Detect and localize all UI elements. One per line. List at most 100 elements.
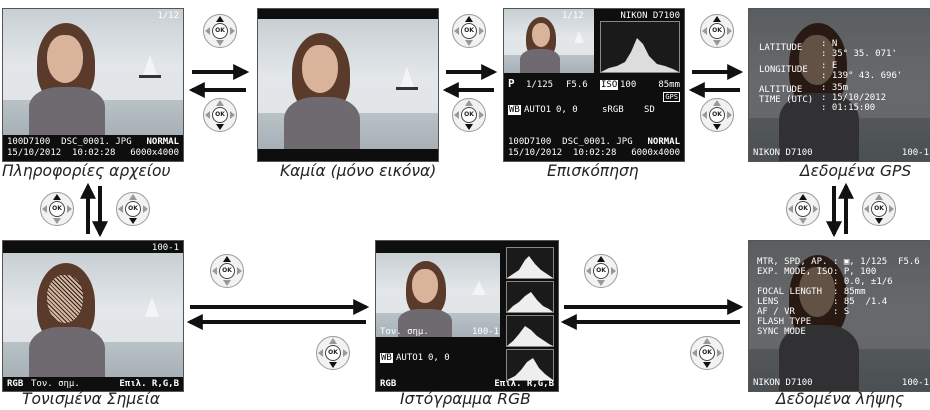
file-info-screen: 1/12 100D7100 DSC_0001. JPG 15/10/2012 1… (2, 8, 184, 162)
color-space: sRGB (602, 105, 624, 115)
shoot-label-focal: FOCAL LENGTH (757, 287, 823, 297)
photo (3, 9, 183, 135)
gps-label-time: TIME (UTC) (759, 95, 814, 105)
wb-label: WB (508, 105, 521, 115)
image-only-screen (257, 8, 439, 162)
shoot-value-af-vr: : S (833, 307, 850, 317)
white-balance: AUTO1 (524, 105, 552, 115)
rgb-histogram-screen: Τον. σημ. 100-1 WB AUTO1 0, 0 RGB Επιλ. … (375, 240, 559, 392)
channel-select-hint: Επιλ. R,G,B (494, 379, 554, 389)
shoot-value-exp-mode: : P, 100 (833, 267, 877, 277)
date-time: 15/10/2012 10:02:28 (7, 148, 116, 158)
caption-shooting-data: Δεδομένα λήψης (776, 390, 905, 408)
ok-button-icon: OK (325, 345, 341, 361)
wb-adjustment: 0, 0 (428, 353, 450, 363)
caption-file-info: Πληροφορίες αρχείου (2, 162, 171, 180)
frame-number: 100-1 (151, 243, 179, 253)
iso-label: ISO (600, 80, 619, 90)
ok-button-icon: OK (795, 201, 811, 217)
focal-length: 85mm (658, 80, 680, 90)
multi-selector-down-icon: OK (690, 336, 724, 370)
caption-highlights: Τονισμένα Σημεία (22, 390, 161, 408)
ok-button-icon: OK (709, 23, 725, 39)
multi-selector-up-icon: OK (210, 254, 244, 288)
multi-selector-up-icon: OK (452, 14, 486, 48)
histogram (600, 21, 680, 73)
overview-screen: 1/12 NIKON D7100 P 1/125 F5.6 ISO 100 85… (503, 8, 685, 162)
caption-rgb-histogram: Ιστόγραμμα RGB (400, 390, 531, 408)
histogram-red (506, 281, 554, 313)
shoot-value-comp: : 0.0, ±1/6 (833, 277, 893, 287)
shoot-label-sync: SYNC MODE (757, 327, 806, 337)
file-name: 100D7100 DSC_0001. JPG (7, 137, 132, 147)
frame-number: 100-1 (901, 148, 929, 158)
ok-button-icon: OK (219, 263, 235, 279)
shoot-value-focal: : 85mm (833, 287, 866, 297)
shutter-speed: 1/125 (526, 80, 554, 90)
caption-overview: Επισκόπηση (547, 162, 639, 180)
histogram-blue (506, 349, 554, 381)
date-time: 15/10/2012 10:02:28 (508, 148, 617, 158)
photo-thumb (376, 253, 500, 337)
channel-mode: RGB (7, 379, 24, 389)
shoot-label-flash: FLASH TYPE (757, 317, 812, 327)
gps-value-lat-ref: : N (821, 39, 838, 49)
multi-selector-up-icon: OK (203, 14, 237, 48)
multi-selector-down-icon: OK (116, 192, 150, 226)
frame-number: 100-1 (472, 327, 500, 337)
camera-model: NIKON D7100 (753, 378, 813, 388)
image-quality: NORMAL (146, 137, 179, 147)
camera-model: NIKON D7100 (753, 148, 813, 158)
ok-button-icon: OK (709, 107, 725, 123)
highlights-label: Τον. σημ. (380, 327, 429, 337)
ok-button-icon: OK (593, 263, 609, 279)
picture-control: SD (644, 105, 655, 115)
shoot-label-metering: MTR, SPD, AP. (757, 257, 828, 267)
ok-button-icon: OK (212, 107, 228, 123)
ok-button-icon: OK (212, 23, 228, 39)
shoot-value-lens: : 85 /1.4 (833, 297, 888, 307)
multi-selector-down-icon: OK (316, 336, 350, 370)
shooting-data-screen: MTR, SPD, AP. EXP. MODE, ISO FOCAL LENGT… (748, 240, 930, 392)
shoot-label-lens: LENS (757, 297, 779, 307)
ok-button-icon: OK (461, 23, 477, 39)
multi-selector-down-icon: OK (700, 98, 734, 132)
gps-value-lon-ref: : E (821, 61, 838, 71)
wb-adjustment: 0, 0 (556, 105, 578, 115)
shoot-label-af-vr: AF / VR (757, 307, 795, 317)
frame-number: 100-1 (901, 378, 929, 388)
gps-tag: GPS (663, 92, 680, 102)
histogram-green (506, 315, 554, 347)
exposure-mode: P (508, 77, 515, 90)
ok-button-icon: OK (125, 201, 141, 217)
frame-counter: 1/12 (562, 11, 584, 21)
white-balance: AUTO1 (396, 353, 424, 363)
multi-selector-up-icon: OK (584, 254, 618, 288)
shoot-label-exp-mode: EXP. MODE, ISO (757, 267, 833, 277)
image-size: 6000x4000 (130, 148, 179, 158)
image-size: 6000x4000 (631, 148, 680, 158)
image-quality: NORMAL (647, 137, 680, 147)
gps-value-time: : 01:15:00 (821, 103, 876, 113)
ok-button-icon: OK (871, 201, 887, 217)
multi-selector-up-icon: OK (700, 14, 734, 48)
highlights-screen: 100-1 RGB Τον. σημ. Επιλ. R,G,B (2, 240, 184, 392)
gps-label-latitude: LATITUDE (759, 43, 803, 53)
multi-selector-down-icon: OK (203, 98, 237, 132)
channel-mode: RGB (380, 379, 397, 389)
ok-button-icon: OK (461, 107, 477, 123)
aperture: F5.6 (566, 80, 588, 90)
gps-value-lon: : 139° 43. 696' (821, 71, 903, 81)
histogram-luminance (506, 247, 554, 279)
photo-thumb (504, 9, 594, 73)
multi-selector-up-icon: OK (40, 192, 74, 226)
ok-button-icon: OK (699, 345, 715, 361)
frame-counter: 1/12 (157, 11, 179, 21)
multi-selector-down-icon: OK (452, 98, 486, 132)
wb-label: WB (380, 353, 393, 363)
multi-selector-down-icon: OK (862, 192, 896, 226)
photo (258, 19, 438, 149)
gps-screen: LATITUDE LONGITUDE ALTITUDE TIME (UTC) :… (748, 8, 930, 162)
ok-button-icon: OK (49, 201, 65, 217)
